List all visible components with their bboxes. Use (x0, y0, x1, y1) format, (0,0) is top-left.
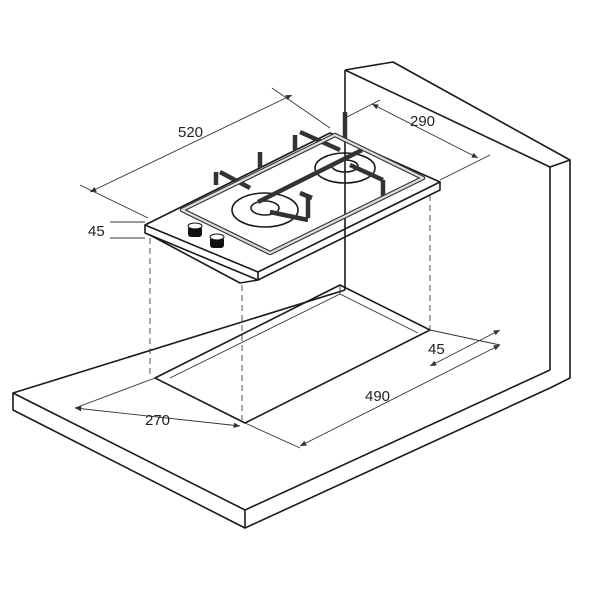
dimension-hob-width: 520 (178, 124, 204, 141)
dimension-cutout-margin: 45 (428, 341, 445, 358)
countertop (12, 289, 551, 529)
wall (344, 61, 571, 389)
control-knobs (187, 222, 225, 248)
dimension-cutout-width: 490 (365, 388, 391, 405)
dimension-hob-depth: 290 (410, 113, 436, 130)
pan-support (179, 112, 426, 256)
dimension-hob-height: 45 (88, 223, 105, 240)
dimension-cutout-depth: 270 (145, 412, 171, 429)
projection-lines (149, 195, 431, 420)
dimension-lines (74, 87, 501, 449)
